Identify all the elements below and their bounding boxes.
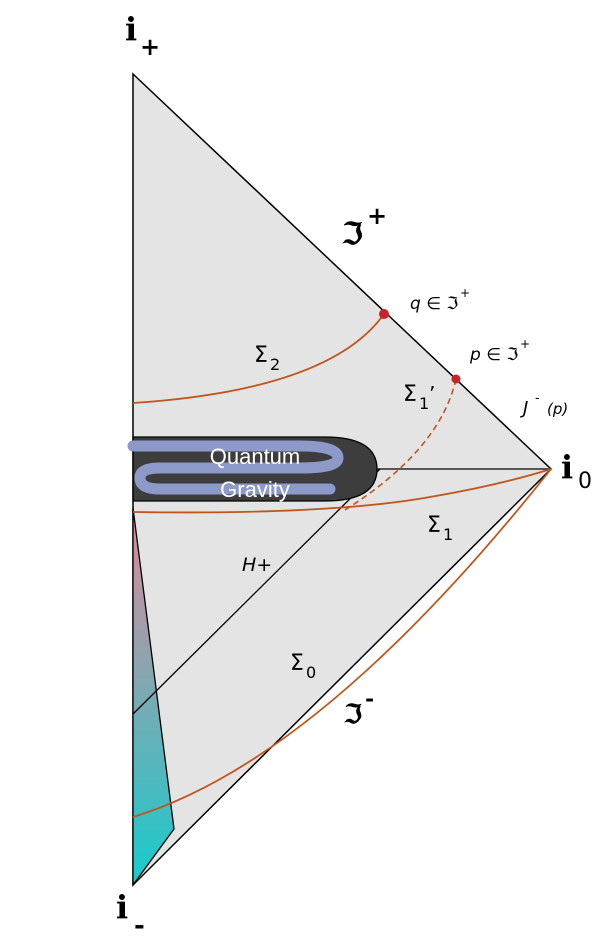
p-point-label: p ∈ ℑ + <box>469 337 530 365</box>
svg-text:1: 1 <box>419 394 429 413</box>
quantum-gravity-line1: Quantum <box>210 444 301 469</box>
j-minus-label: J - (p) <box>520 391 568 419</box>
svg-text:Σ: Σ <box>427 513 441 538</box>
sigma0-label: Σ 0 <box>290 651 316 682</box>
svg-text:ℑ: ℑ <box>342 217 363 252</box>
svg-text:Σ: Σ <box>254 343 268 368</box>
i-minus-label: i - <box>116 888 145 941</box>
svg-text:-: - <box>134 911 145 941</box>
i-plus-label: i + <box>125 10 160 61</box>
svg-text:0: 0 <box>306 663 316 682</box>
svg-text:1: 1 <box>443 525 453 544</box>
i-zero-label: i 0 <box>561 448 592 494</box>
svg-text:i: i <box>116 888 128 926</box>
svg-text:0: 0 <box>578 469 592 494</box>
svg-text:Σ: Σ <box>290 651 304 676</box>
point-p <box>451 374 461 384</box>
sigma2-label: Σ 2 <box>254 343 280 374</box>
sigma1-slice <box>132 468 552 514</box>
svg-text:i: i <box>561 448 573 486</box>
svg-text:i: i <box>125 10 137 48</box>
svg-text:’: ’ <box>429 382 435 406</box>
quantum-gravity-line2: Gravity <box>220 477 290 502</box>
point-q <box>379 309 389 319</box>
svg-text:Σ: Σ <box>403 382 417 407</box>
svg-text:ℑ: ℑ <box>343 700 362 730</box>
scri-minus-label: ℑ - <box>343 686 374 730</box>
event-horizon-line <box>132 468 381 715</box>
sigma2-slice <box>132 313 385 404</box>
sigma1-prime-slice <box>344 378 457 511</box>
svg-text:-: - <box>535 391 540 406</box>
svg-text:p ∈ ℑ: p ∈ ℑ <box>469 345 518 365</box>
horizon-label: H+ <box>242 554 272 576</box>
sigma1-label: Σ 1 <box>427 513 453 544</box>
scri-plus-label: ℑ + <box>342 201 387 252</box>
sigma0-slice <box>132 468 552 818</box>
svg-text:(p): (p) <box>547 400 568 418</box>
svg-text:+: + <box>140 32 160 61</box>
collapsing-matter-region <box>132 507 175 887</box>
sigma1-prime-label: Σ 1 ’ <box>403 382 435 413</box>
svg-text:+: + <box>460 286 470 300</box>
svg-text:q ∈ ℑ: q ∈ ℑ <box>410 294 458 314</box>
svg-text:+: + <box>367 201 387 230</box>
q-point-label: q ∈ ℑ + <box>410 286 470 314</box>
svg-text:+: + <box>520 337 530 351</box>
svg-text:2: 2 <box>270 355 280 374</box>
quantum-gravity-squiggle <box>127 440 344 495</box>
svg-text:J: J <box>520 398 528 419</box>
svg-text:-: - <box>365 686 374 712</box>
